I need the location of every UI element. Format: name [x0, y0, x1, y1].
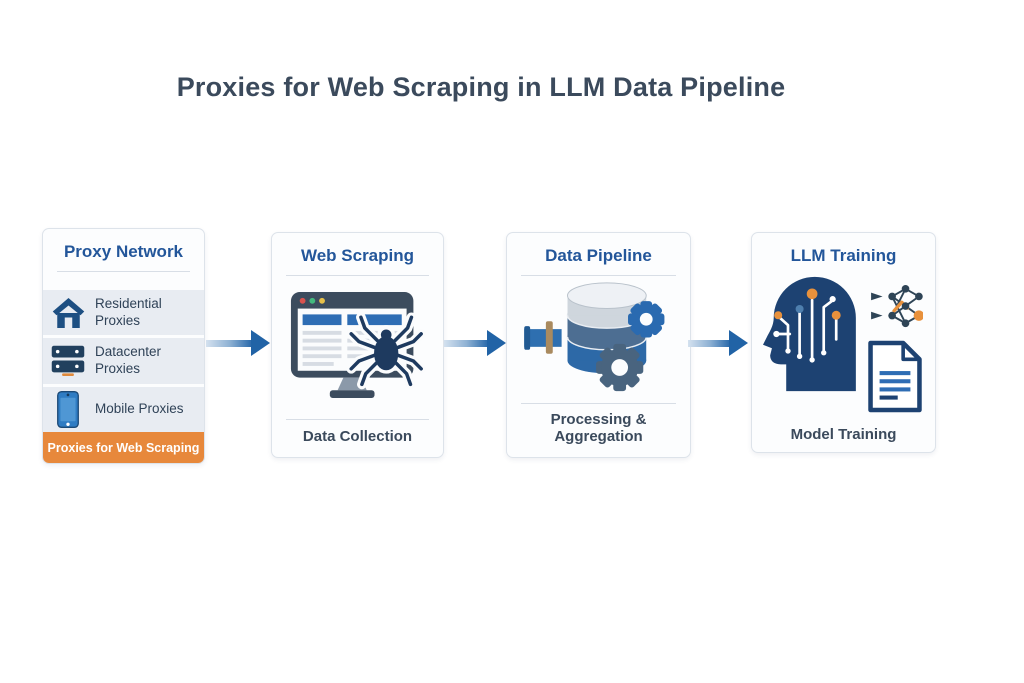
- document-icon: [866, 340, 924, 418]
- stage-caption: Processing & Aggregation: [550, 411, 647, 445]
- list-item-residential-proxies: Residential Proxies: [43, 290, 204, 336]
- stage-caption: Data Collection: [302, 428, 413, 445]
- list-item-mobile-proxies: Mobile Proxies: [43, 386, 204, 432]
- brain-circuit-icon: [763, 275, 863, 398]
- mobile-icon: [50, 390, 86, 428]
- divider: [286, 275, 429, 276]
- arrow-shaft: [206, 340, 253, 347]
- divider: [521, 275, 676, 276]
- stage-card-data-pipeline: Data Pipeline: [506, 232, 691, 458]
- page-title: Proxies for Web Scraping in LLM Data Pip…: [176, 72, 786, 102]
- stage-card-llm-training: LLM Training: [751, 232, 936, 453]
- arrow-head: [729, 330, 748, 356]
- arrow-shaft: [444, 340, 489, 347]
- stage-illustration: [752, 275, 935, 418]
- monitor-spider-icon: [289, 290, 427, 406]
- flow-arrow-1: [206, 330, 270, 356]
- stage-card-proxy-network: Proxy Network Residential Proxies: [42, 228, 205, 464]
- arrow-shaft: [688, 340, 731, 347]
- proxy-type-list: Residential Proxies Datacenter Proxies: [43, 290, 204, 432]
- stage-title: Data Pipeline: [545, 246, 652, 265]
- stage-title: LLM Training: [790, 246, 897, 265]
- stage-title: Proxy Network: [63, 242, 184, 261]
- divider: [57, 271, 190, 272]
- datacenter-icon: [50, 344, 86, 377]
- divider: [521, 402, 676, 403]
- list-item-label: Mobile Proxies: [95, 400, 184, 416]
- database-gears-icon: [523, 276, 674, 403]
- stage-illustration: [272, 276, 443, 419]
- arrow-head: [251, 330, 270, 356]
- flow-arrow-3: [688, 330, 748, 356]
- stage-card-web-scraping: Web Scraping: [271, 232, 444, 458]
- proxies-banner: Proxies for Web Scraping: [43, 432, 204, 463]
- stage-title: Web Scraping: [300, 246, 415, 265]
- stage-illustration: [507, 276, 690, 403]
- stage-caption: Model Training: [790, 426, 897, 443]
- flow-arrow-2: [444, 330, 506, 356]
- list-item-datacenter-proxies: Datacenter Proxies: [43, 338, 204, 384]
- divider: [286, 419, 429, 420]
- arrow-head: [487, 330, 506, 356]
- list-item-label: Datacenter Proxies: [95, 344, 162, 376]
- list-item-label: Residential Proxies: [95, 295, 162, 328]
- neural-network-icon: [867, 285, 925, 334]
- house-icon: [50, 297, 86, 328]
